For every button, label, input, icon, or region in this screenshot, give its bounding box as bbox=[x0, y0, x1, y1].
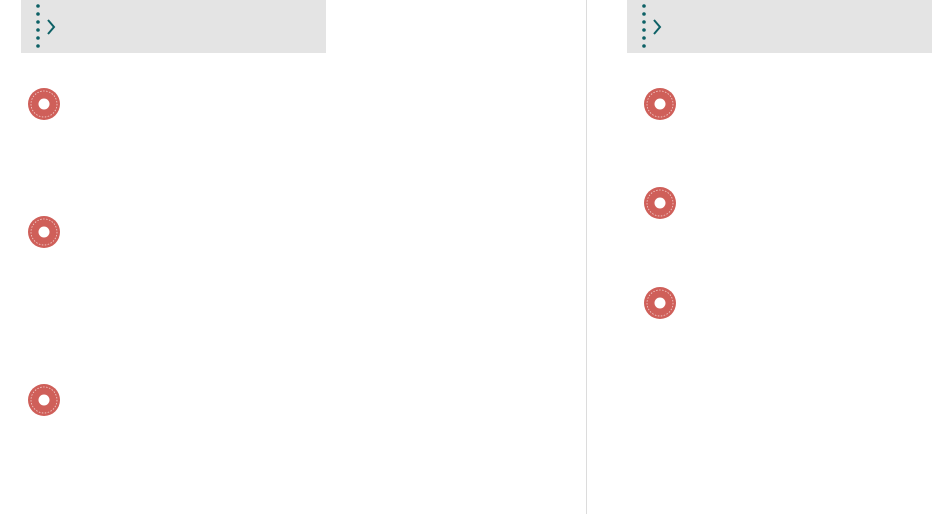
expand-toggle-button[interactable] bbox=[33, 3, 63, 49]
right-panel-header bbox=[627, 0, 932, 53]
dotted-chevron-right-icon bbox=[642, 4, 662, 48]
record-marker-icon[interactable] bbox=[644, 88, 676, 120]
record-marker-icon[interactable] bbox=[28, 384, 60, 416]
left-panel-header bbox=[21, 0, 326, 53]
record-marker-icon[interactable] bbox=[28, 216, 60, 248]
dotted-chevron-right-icon bbox=[36, 4, 56, 48]
expand-toggle-button[interactable] bbox=[639, 3, 669, 49]
record-marker-icon[interactable] bbox=[644, 187, 676, 219]
record-marker-icon[interactable] bbox=[644, 287, 676, 319]
record-marker-icon[interactable] bbox=[28, 88, 60, 120]
column-divider bbox=[586, 0, 587, 514]
